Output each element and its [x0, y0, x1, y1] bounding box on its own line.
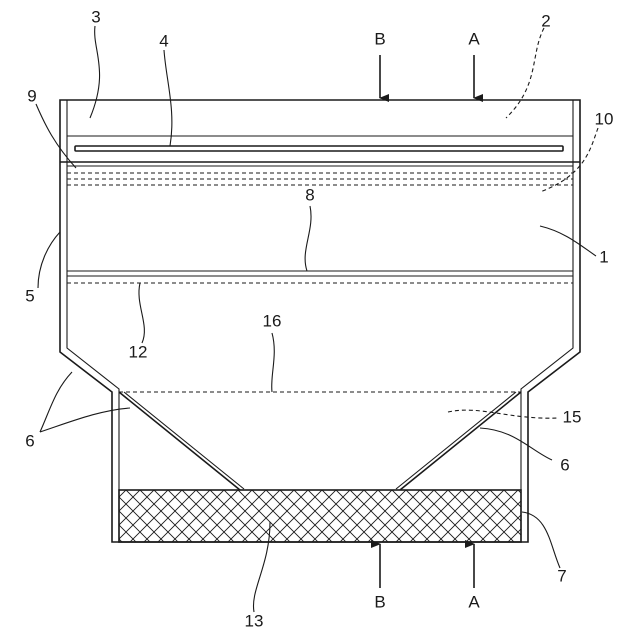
- ref-label-7: 7: [557, 566, 566, 585]
- arrow-label-a-bottom: A: [468, 592, 480, 611]
- ref-label-15: 15: [563, 407, 582, 426]
- leader-3: [90, 26, 100, 118]
- ref-label-6-right: 6: [560, 455, 569, 474]
- leader-12: [139, 283, 144, 343]
- filter-block-13: [119, 490, 521, 542]
- ref-label-13: 13: [245, 611, 264, 630]
- baffle-left-inner: [124, 392, 244, 489]
- leader-1: [540, 226, 596, 256]
- ref-label-1: 1: [599, 247, 608, 266]
- ref-label-8: 8: [305, 185, 314, 204]
- leader-15: [448, 410, 558, 418]
- lid-rod: [75, 146, 563, 151]
- leader-10: [540, 128, 598, 192]
- ref-label-4: 4: [159, 31, 168, 50]
- baffle-right: [400, 392, 521, 490]
- arrow-label-b-top: B: [374, 29, 385, 48]
- leader-16: [272, 333, 275, 392]
- arrow-label-a-top: A: [468, 29, 480, 48]
- ref-label-9: 9: [27, 86, 36, 105]
- ref-label-10: 10: [595, 109, 614, 128]
- leader-6b: [480, 428, 552, 460]
- ref-label-3: 3: [91, 7, 100, 26]
- ref-label-12: 12: [129, 342, 148, 361]
- ref-label-6-left: 6: [25, 431, 34, 450]
- leader-8: [305, 206, 311, 271]
- ref-label-5: 5: [25, 286, 34, 305]
- leader-4: [164, 50, 172, 146]
- ref-label-16: 16: [263, 311, 282, 330]
- leader-2: [506, 28, 544, 118]
- baffle-left: [119, 392, 240, 490]
- baffle-right-inner: [396, 392, 516, 489]
- ref-label-2: 2: [541, 11, 550, 30]
- leader-6a-lower: [40, 408, 130, 432]
- leader-5: [38, 232, 60, 288]
- arrow-label-b-bottom: B: [374, 592, 385, 611]
